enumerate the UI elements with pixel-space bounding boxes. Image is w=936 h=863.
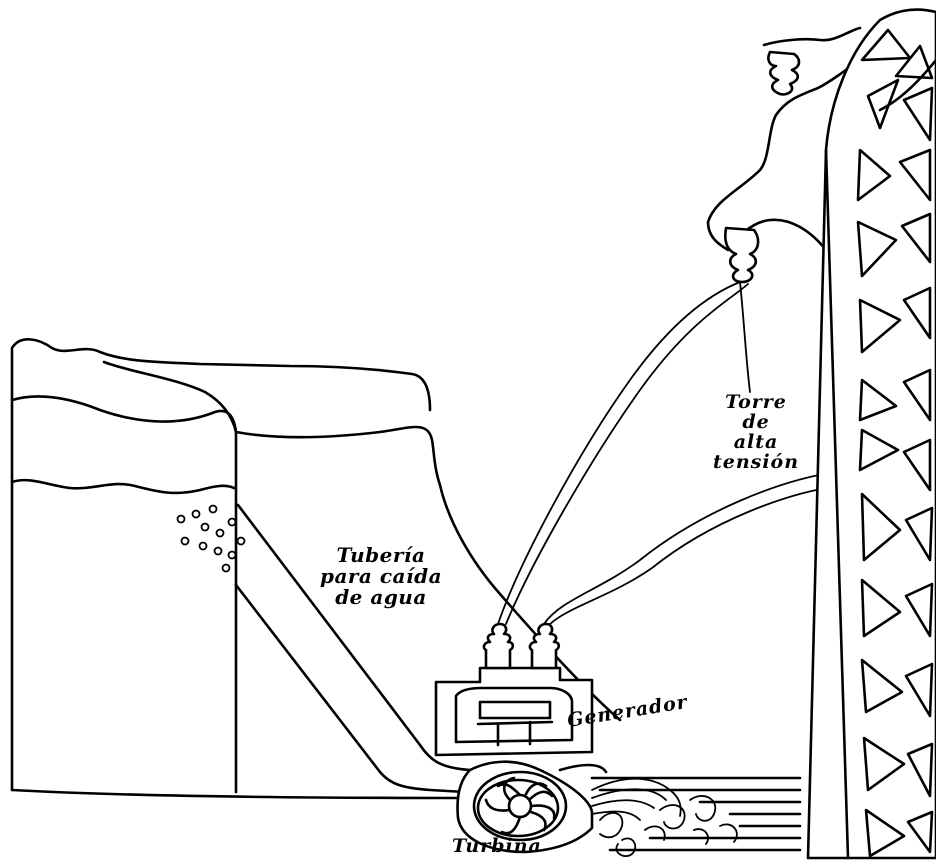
water-outflow — [590, 776, 802, 857]
pipe-label-line-1: Tubería — [336, 543, 426, 567]
turbine-label: Turbina — [452, 835, 542, 857]
tower-label-line-1: Torre — [725, 391, 787, 413]
transmission-cables — [497, 281, 841, 625]
penstock-pipe — [234, 503, 472, 794]
tower-label-line-2: de — [742, 410, 770, 433]
tower-label: Torre de alta tensión — [700, 391, 812, 473]
water-bubbles — [176, 504, 246, 573]
turbine — [456, 760, 608, 854]
pipe-label-line-2: para caída — [319, 564, 443, 588]
pipe-label-line-3: de agua — [335, 585, 427, 609]
pipe-label: Tubería para caída de agua — [302, 545, 460, 608]
generator-bushings — [482, 622, 561, 670]
tower-label-line-3: alta — [733, 430, 779, 453]
lattice-tower — [806, 8, 936, 860]
generator — [434, 666, 594, 757]
tower-label-line-4: tensión — [712, 450, 800, 473]
dam-reservoir — [10, 338, 622, 800]
